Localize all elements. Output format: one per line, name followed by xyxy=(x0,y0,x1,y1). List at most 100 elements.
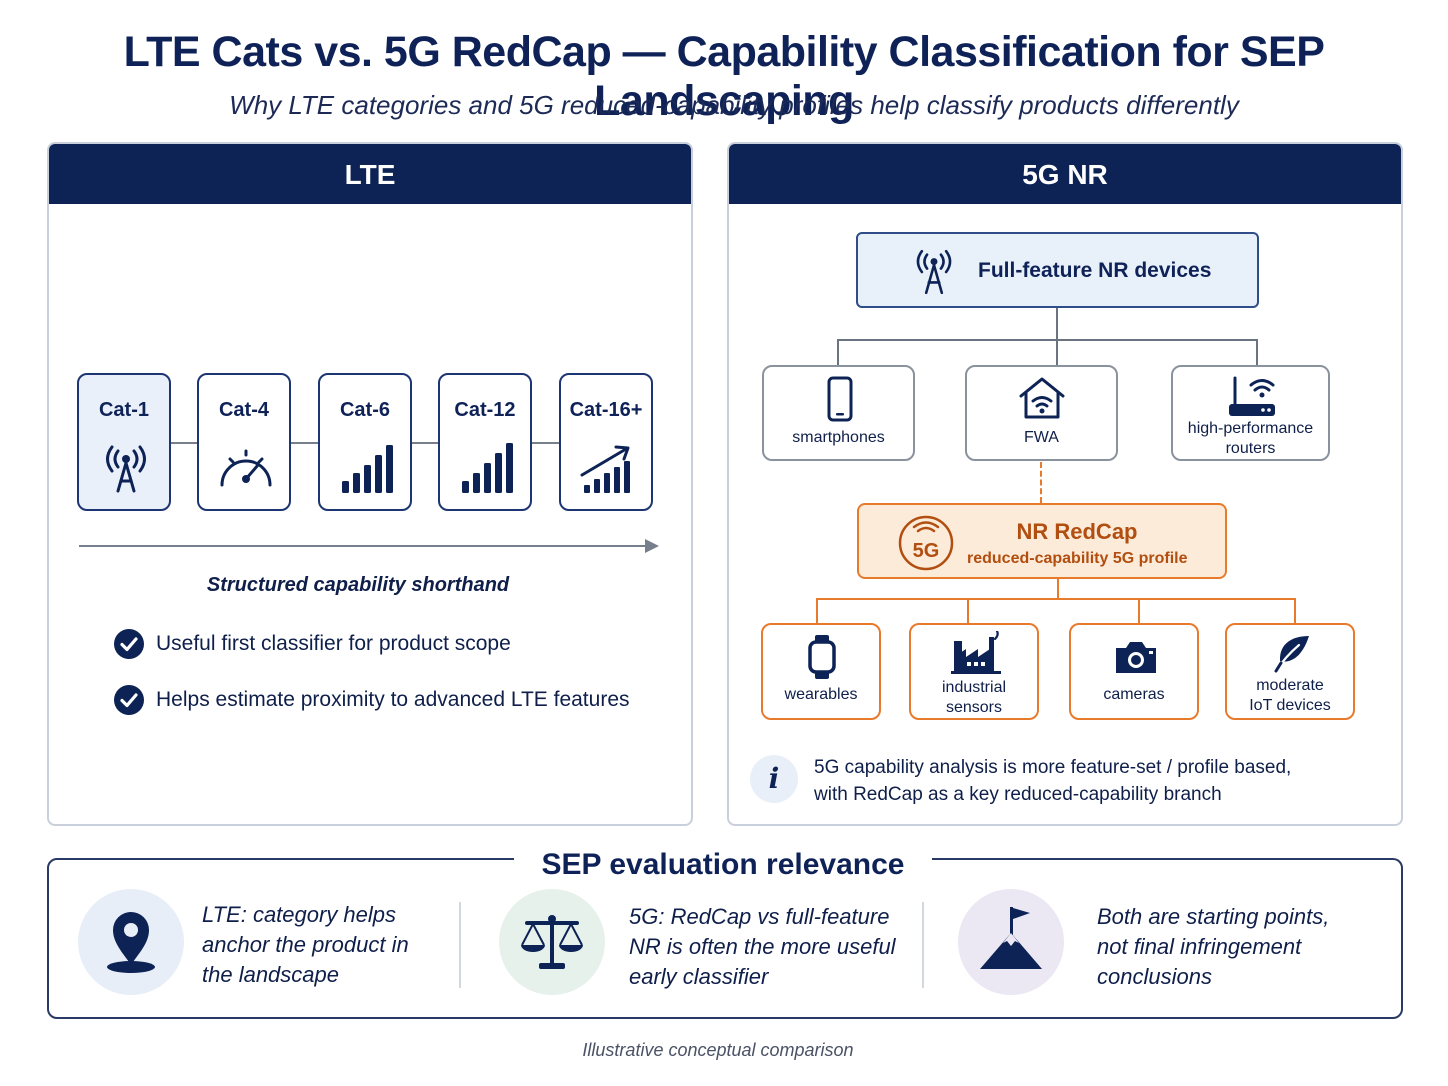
category-card-cat6: Cat-6 xyxy=(318,373,412,511)
device-label: IoT devices xyxy=(1249,697,1331,714)
device-label: routers xyxy=(1225,440,1276,457)
device-label: sensors xyxy=(945,699,1003,716)
lte-bullet: Helps estimate proximity to advanced LTE… xyxy=(156,688,630,711)
sep-item-text: 5G: RedCap vs full-feature NR is often t… xyxy=(629,902,896,992)
5g-badge-icon: 5G xyxy=(898,515,954,571)
camera-icon xyxy=(1116,642,1156,673)
device-smartphones: smartphones xyxy=(762,365,915,461)
tree-line xyxy=(837,339,839,366)
signal-bars-icon xyxy=(342,445,393,493)
full-feature-nr-box: Full-feature NR devices xyxy=(856,232,1259,308)
tree-line xyxy=(1056,339,1058,366)
category-label: Cat-6 xyxy=(339,399,390,421)
device-label: cameras xyxy=(1103,686,1165,703)
sep-item-text: LTE: category helps anchor the product i… xyxy=(202,900,409,990)
tree-line xyxy=(1056,308,1058,340)
sep-divider xyxy=(459,902,461,988)
redcap-tree-line xyxy=(816,598,1296,600)
device-label: wearables xyxy=(784,686,858,703)
redcap-tree-line xyxy=(816,598,818,624)
redcap-device-industrial-sensors: industrial sensors xyxy=(909,623,1039,720)
nr-info-note: 5G capability analysis is more feature-s… xyxy=(814,754,1334,808)
redcap-dashed-link xyxy=(1040,462,1042,503)
category-label: Cat-4 xyxy=(218,399,269,421)
smartphone-icon xyxy=(827,376,853,422)
device-label: smartphones xyxy=(792,429,885,446)
nr-info-line: with RedCap as a key reduced-capability … xyxy=(814,784,1222,805)
sep-item-icon-circle xyxy=(499,889,605,995)
sep-item-icon-circle xyxy=(958,889,1064,995)
device-fwa: FWA xyxy=(965,365,1118,461)
capability-arrow-head xyxy=(645,539,659,553)
sep-item-line: anchor the product in xyxy=(202,932,409,957)
location-pin-icon xyxy=(107,912,155,973)
lte-panel-header: LTE xyxy=(49,144,691,204)
speedometer-icon xyxy=(220,449,272,487)
redcap-title: NR RedCap xyxy=(1016,519,1138,544)
sep-item-line: early classifier xyxy=(629,964,769,989)
redcap-tree-line xyxy=(1057,579,1059,599)
cat-connector xyxy=(290,442,318,444)
footer-note: Illustrative conceptual comparison xyxy=(582,1040,854,1060)
factory-icon xyxy=(951,631,1001,674)
smartwatch-icon xyxy=(808,635,836,679)
category-card-cat16: Cat-16+ xyxy=(559,373,653,511)
router-icon xyxy=(1229,376,1275,416)
redcap-tree-line xyxy=(1294,598,1296,624)
redcap-subtitle: reduced-capability 5G profile xyxy=(967,550,1188,567)
device-routers: high-performance routers xyxy=(1171,365,1330,461)
sep-relevance-title: SEP evaluation relevance xyxy=(514,848,932,882)
device-label: FWA xyxy=(1024,429,1059,446)
antenna-icon xyxy=(106,445,146,493)
home-wifi-icon xyxy=(1019,377,1065,419)
capability-arrow-line xyxy=(79,545,647,547)
redcap-tree-line xyxy=(1138,598,1140,624)
device-label: moderate xyxy=(1256,677,1324,694)
sep-item-line: NR is often the more useful xyxy=(629,934,896,959)
redcap-device-wearables: wearables xyxy=(761,623,881,720)
mountain-flag-icon xyxy=(980,907,1042,969)
cat-connector xyxy=(411,442,439,444)
category-card-cat12: Cat-12 xyxy=(438,373,532,511)
cat-connector xyxy=(531,442,559,444)
sep-item-icon-circle xyxy=(78,889,184,995)
category-label: Cat-12 xyxy=(454,399,516,421)
nr-info-line: 5G capability analysis is more feature-s… xyxy=(814,757,1292,778)
tree-line xyxy=(837,339,1258,341)
category-label: Cat-16+ xyxy=(569,399,643,421)
lte-bullet: Useful first classifier for product scop… xyxy=(156,632,511,655)
sep-item-line: Both are starting points, xyxy=(1097,904,1330,929)
tree-line xyxy=(1256,339,1258,366)
cat-connector xyxy=(170,442,198,444)
nr-panel-header: 5G NR xyxy=(729,144,1401,204)
category-card-cat1: Cat-1 xyxy=(77,373,171,511)
category-card-cat4: Cat-4 xyxy=(197,373,291,511)
info-icon: i xyxy=(750,755,798,803)
leaf-icon xyxy=(1274,636,1309,673)
redcap-device-cameras: cameras xyxy=(1069,623,1199,720)
nr-redcap-box: 5G NR RedCap reduced-capability 5G profi… xyxy=(857,503,1227,579)
5g-badge-label: 5G xyxy=(913,540,940,562)
page-subtitle: Why LTE categories and 5G reduced-capabi… xyxy=(229,90,1239,120)
scales-icon xyxy=(521,915,583,969)
device-label: industrial xyxy=(941,679,1007,696)
check-icon xyxy=(114,629,144,659)
redcap-device-iot: moderate IoT devices xyxy=(1225,623,1355,720)
sep-item-line: not final infringement xyxy=(1097,934,1302,959)
page-title: LTE Cats vs. 5G RedCap — Capability Clas… xyxy=(123,28,1325,125)
sep-item-line: the landscape xyxy=(202,962,339,987)
sep-item-line: conclusions xyxy=(1097,964,1212,989)
antenna-icon xyxy=(916,249,952,295)
signal-bars-icon xyxy=(462,443,513,493)
sep-divider xyxy=(922,902,924,988)
check-icon xyxy=(114,685,144,715)
sep-item-text: Both are starting points, not final infr… xyxy=(1097,902,1329,992)
device-label: high-performance xyxy=(1187,420,1314,437)
category-label: Cat-1 xyxy=(98,399,149,421)
sep-item-line: LTE: category helps xyxy=(202,902,397,927)
lte-caption: Structured capability shorthand xyxy=(206,574,510,596)
sep-item-line: 5G: RedCap vs full-feature xyxy=(629,904,890,929)
full-feature-nr-label: Full-feature NR devices xyxy=(978,259,1212,282)
redcap-tree-line xyxy=(967,598,969,624)
growth-chart-icon xyxy=(580,445,630,493)
